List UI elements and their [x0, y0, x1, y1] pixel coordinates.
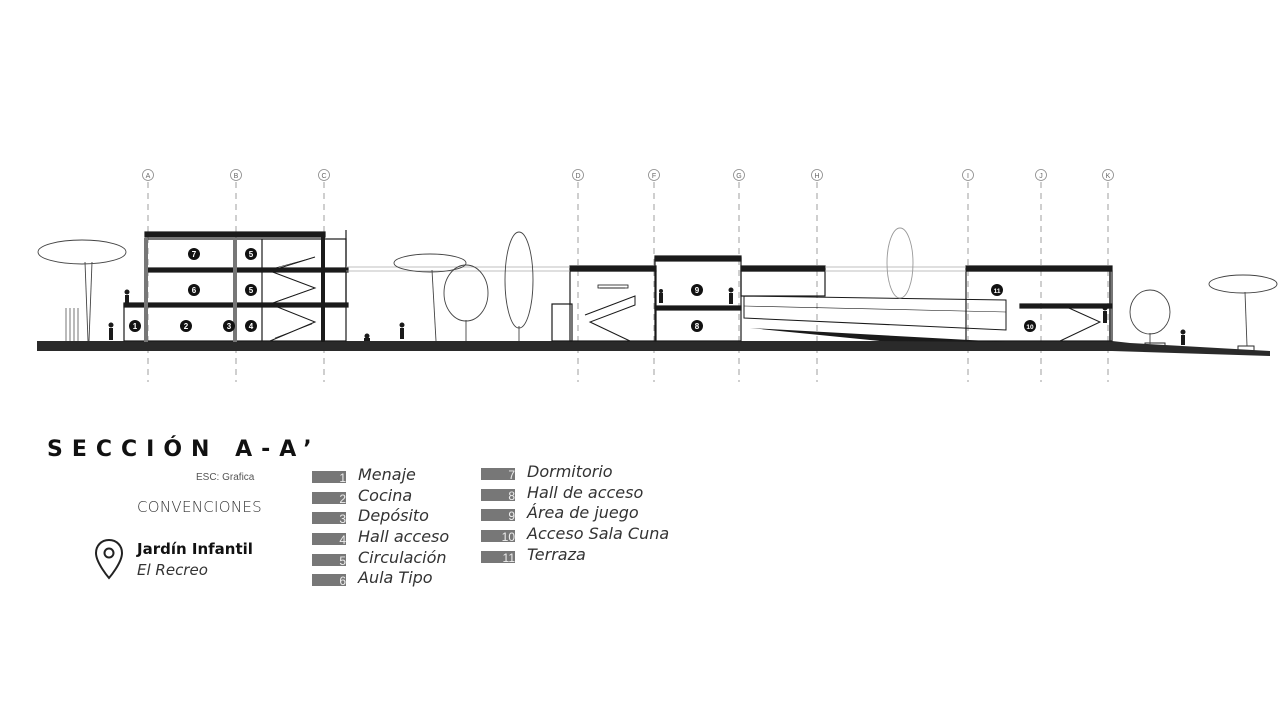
room-marker-number: 8 [695, 322, 700, 331]
building-right [965, 265, 1113, 342]
axis-grid [147, 182, 1109, 382]
legend-number-text: 1 [339, 471, 346, 485]
axis-label: A [146, 173, 151, 180]
axis-bubble: C [318, 169, 330, 181]
room-marker: 4 [245, 320, 257, 332]
room-marker-number: 10 [1026, 324, 1034, 331]
room-marker-number: 6 [192, 286, 197, 295]
legend-number-text: 9 [508, 509, 515, 524]
legend-number-text: 10 [501, 530, 515, 545]
axis-label: H [814, 173, 819, 180]
legend-label: Acceso Sala Cuna [527, 524, 670, 544]
axis-label: D [575, 173, 580, 180]
room-marker: 2 [180, 320, 192, 332]
axis-label: B [234, 173, 239, 180]
legend-label: Terraza [527, 544, 586, 564]
legend-number: 4 [312, 533, 346, 548]
legend-number: 9 [481, 509, 515, 524]
room-marker: 5 [245, 248, 257, 260]
axis-label: J [1039, 173, 1043, 180]
legend-number-text: 4 [339, 533, 346, 548]
room-marker: 6 [188, 284, 200, 296]
room-marker-number: 4 [249, 322, 254, 331]
legend-number-text: 6 [339, 574, 346, 589]
axis-bubble: H [811, 169, 823, 181]
axis-bubble: A [142, 169, 154, 181]
legend-label: Cocina [358, 485, 413, 505]
legend-label: Área de juego [527, 503, 639, 523]
legend-number: 10 [481, 530, 515, 545]
building-center [551, 255, 1007, 342]
axis-bubble: J [1035, 169, 1047, 181]
axis-bubble: I [962, 169, 974, 181]
axis-bubble: K [1102, 169, 1114, 181]
axis-label: K [1106, 173, 1111, 180]
axis-label: C [321, 173, 326, 180]
project-name: Jardín Infantil [137, 540, 253, 558]
axis-bubble: F [648, 169, 660, 181]
room-marker: 8 [691, 320, 703, 332]
legend-number-text: 7 [508, 468, 515, 482]
room-marker: 7 [188, 248, 200, 260]
room-marker: 10 [1024, 320, 1036, 332]
room-marker-number: 7 [192, 250, 197, 259]
trees [37, 227, 1278, 347]
room-marker-number: 9 [695, 286, 700, 295]
legend-number: 2 [312, 491, 346, 506]
legend-number: 8 [481, 488, 515, 503]
room-marker: 9 [691, 284, 703, 296]
legend-number-text: 3 [339, 512, 346, 527]
room-marker: 3 [223, 320, 235, 332]
legend-number-text: 5 [339, 553, 346, 568]
axis-bubble: G [733, 169, 745, 181]
room-marker-number: 5 [249, 250, 254, 259]
people-figures [108, 287, 1186, 345]
axis-label: F [652, 173, 656, 180]
room-marker-number: 11 [994, 288, 1001, 295]
legend-number: 11 [481, 550, 515, 565]
legend-number: 6 [312, 574, 346, 589]
legend-number: 1 [312, 471, 346, 485]
room-marker: 1 [129, 320, 141, 332]
legend-number-text: 2 [339, 491, 346, 506]
legend-label: Circulación [358, 547, 447, 567]
ground [37, 341, 1270, 356]
axis-bubble: B [230, 169, 242, 181]
legend-number: 5 [312, 553, 346, 568]
room-marker-number: 2 [184, 322, 189, 331]
legend-label: Hall de acceso [527, 482, 644, 502]
legend-number-text: 11 [502, 550, 515, 565]
room-markers: 1 2 3 4 5 5 6 7 8 9 10 11 [129, 248, 1036, 332]
legend-number: 7 [481, 468, 515, 482]
section-title: SECCIÓN A-A’ [47, 437, 321, 462]
legend-number: 3 [312, 512, 346, 527]
legend-label: Menaje [358, 465, 416, 484]
room-marker-number: 3 [227, 322, 232, 331]
room-marker: 11 [991, 284, 1003, 296]
room-marker-number: 1 [133, 322, 138, 331]
legend-label: Hall acceso [358, 527, 450, 547]
axis-label: I [967, 173, 969, 180]
legend-label: Dormitorio [527, 462, 613, 481]
legend-label: Aula Tipo [358, 568, 433, 588]
legend-label: Depósito [358, 506, 429, 526]
axis-label: G [736, 173, 741, 180]
building-left [65, 230, 349, 342]
axis-bubble: D [572, 169, 584, 181]
project-subtitle: El Recreo [137, 561, 208, 579]
room-marker: 5 [245, 284, 257, 296]
room-marker-number: 5 [249, 286, 254, 295]
legend-number-text: 8 [508, 488, 515, 503]
location-pin-icon [94, 538, 124, 580]
conventions-heading: CONVENCIONES [137, 498, 262, 516]
scale-note: ESC: Grafica [196, 472, 255, 483]
